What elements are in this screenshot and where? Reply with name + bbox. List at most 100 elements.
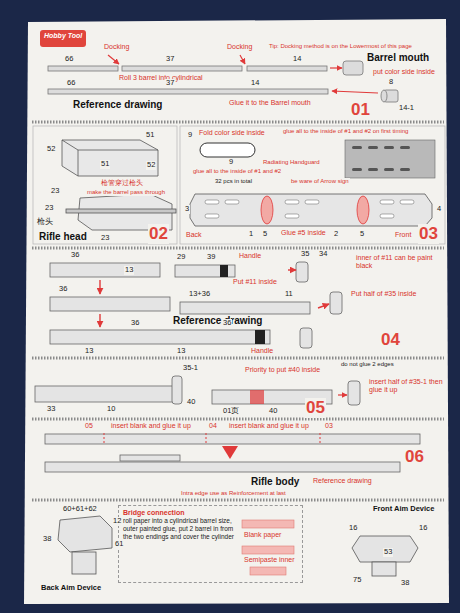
art-rect [50, 263, 160, 277]
part-number: 12 [112, 517, 122, 526]
part-number: 23 [100, 234, 110, 243]
part-number: 32 pcs in total [214, 178, 253, 185]
art-line [78, 150, 158, 151]
art-line [104, 433, 105, 445]
heading-label: Rifle head [38, 231, 88, 243]
part-number: 40 [268, 407, 278, 416]
art-rect [172, 376, 182, 404]
part-number: 9 [228, 158, 234, 167]
art-rect [285, 214, 299, 218]
step-number: 04 [380, 330, 401, 350]
part-number: 35 [300, 250, 310, 259]
part-number: 1 [248, 230, 254, 239]
art-rect [352, 146, 362, 149]
part-number: 36 [130, 319, 140, 328]
art-line [338, 394, 347, 395]
art-rect [200, 143, 255, 157]
art-line [32, 247, 444, 250]
art-line [32, 121, 444, 124]
art-line [78, 150, 79, 176]
art-line [288, 269, 296, 270]
art-rect [220, 265, 228, 277]
instruction-note: Handle [238, 252, 262, 260]
part-number: 8 [388, 78, 394, 87]
part-number: 14 [250, 79, 260, 88]
instruction-note: be ware of Arrow sign [290, 178, 350, 185]
instruction-note: Radiating Handguard [262, 159, 321, 166]
instruction-note: inner of #11 can be paint black [355, 254, 442, 270]
art-rect [255, 330, 265, 344]
part-number: 52 [46, 145, 56, 154]
art-rect [368, 168, 378, 171]
art-rect [45, 462, 400, 472]
part-number: 40 [186, 398, 196, 407]
red-arrow [338, 394, 347, 395]
part-number: 38 [400, 579, 410, 588]
part-number: 13 [176, 347, 186, 356]
part-number: 75 [352, 576, 362, 585]
part-number: 33 [46, 405, 56, 414]
part-number: 10 [106, 405, 116, 414]
art-rect [372, 562, 396, 576]
instruction-note: Intra edge use as Reinforcement at last [180, 490, 287, 497]
instruction-note: put color side inside [372, 68, 436, 76]
red-arrow [100, 270, 329, 327]
rifle-head [62, 140, 176, 230]
art-rect [120, 455, 180, 461]
art-line [206, 433, 207, 445]
instruction-note: Glue it to the Barrel mouth [228, 99, 312, 107]
art-rect [242, 546, 294, 554]
part-number: 29 [176, 253, 186, 262]
art-rect [300, 328, 312, 348]
part-number: 66 [66, 79, 76, 88]
part-number: 5 [359, 230, 365, 239]
box-body: roll paper into a cylindrical barrel siz… [123, 517, 238, 540]
box-heading: Bridge connection [123, 509, 238, 517]
part-number: 3 [184, 205, 190, 214]
art-rect [225, 200, 239, 204]
art-rect [66, 209, 176, 213]
part-number: 51 [145, 131, 155, 140]
instruction-note: 04 [208, 422, 218, 430]
instruction-note: Handle [250, 347, 274, 355]
instruction-note: Glue #5 inside [280, 229, 327, 237]
instruction-note: Front Aim Device [372, 505, 435, 514]
part-number: 2 [333, 230, 339, 239]
art-rect [205, 200, 219, 204]
art-line [62, 140, 78, 150]
part-number: 39 [206, 253, 216, 262]
instruction-note: 枪管穿过枪头 [100, 179, 144, 187]
part-number: 16 [418, 524, 428, 533]
part-number: 37 [165, 55, 175, 64]
art-rect [247, 66, 327, 71]
art-polygon [190, 194, 432, 226]
instruction-note: Docking [103, 43, 130, 51]
art-rect [384, 146, 394, 149]
step-number: 06 [404, 447, 425, 467]
art-line [320, 433, 321, 445]
art-line [108, 55, 119, 64]
heading-label: Barrel mouth [366, 52, 430, 64]
art-rect [250, 390, 264, 404]
art-line [99, 314, 100, 327]
art-rect [345, 140, 435, 178]
art-rect [250, 567, 286, 575]
part-number: 11 [284, 290, 294, 299]
part-number: 14-1 [398, 104, 415, 113]
instruction-note: Put #11 inside [232, 278, 278, 286]
art-ellipse [357, 196, 369, 224]
part-number: 61 [114, 540, 124, 549]
instruction-note: Blank paper [243, 531, 282, 539]
part-number: 23 [44, 204, 54, 213]
barrel-part [48, 61, 398, 102]
part-number: 13 [84, 347, 94, 356]
part-number: 36 [222, 319, 232, 328]
part-number: 36 [70, 251, 80, 260]
part-number: 52 [146, 161, 156, 170]
art-line [240, 55, 245, 64]
art-rect [50, 297, 170, 311]
art-polygon [352, 536, 418, 562]
art-rect [180, 126, 445, 244]
art-rect [400, 168, 410, 171]
